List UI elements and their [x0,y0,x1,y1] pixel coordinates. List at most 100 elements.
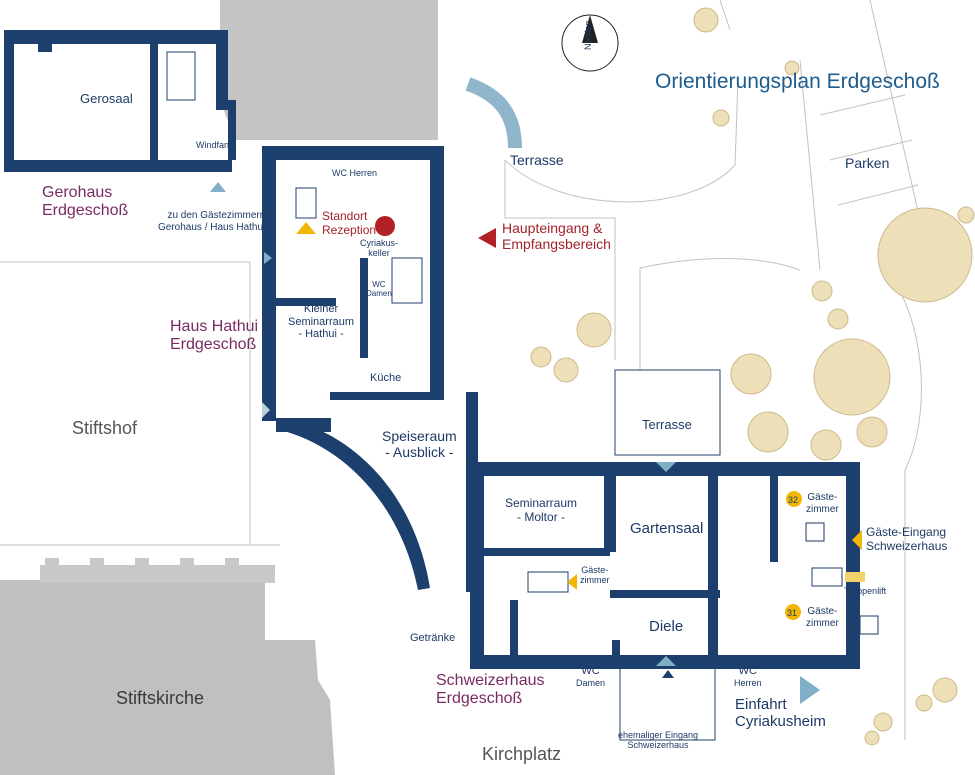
parken-label: Parken [845,155,890,171]
hathui-label: Haus Hathui Erdgeschoß [170,318,258,355]
room-getraenke: Getränke [410,632,456,644]
einfahrt-line2: Cyriakusheim [735,713,826,731]
room-seminar-moltor: Seminarraum - Moltor - [505,496,578,525]
hathui-line1: Haus Hathui [170,318,259,335]
standort-line2: Rezeption [322,222,377,237]
hathui-entrance-marker [264,252,272,264]
wc-herren-bottom-line2: Herren [734,677,762,688]
standort-label: Standort Rezeption [322,209,377,238]
cyriakus-line1: Cyriakus- [360,238,399,248]
gerohaus-line2: Erdgeschoß [42,202,129,220]
gaeste-32-line2: zimmer [806,503,839,515]
terrasse-top-label: Terrasse [510,152,564,168]
ehem-eingang-label: ehemaliger Eingang Schweizerhaus [618,730,698,751]
einfahrt-arrow [800,676,820,704]
wc-damen-top-line2: Damen [366,289,392,299]
room-31-number: 31 [787,608,798,618]
room-wc-damen-top: WC Damen [366,280,392,298]
room-windfang: Windfang [196,140,235,150]
compass-rose [561,14,619,72]
room-32-number: 32 [788,495,799,505]
terrasse-arc [465,77,522,149]
gaeste-eingang-arrow [852,530,862,550]
room-wc-damen-bottom: WC Damen [576,665,605,688]
ehem-eingang-marker [662,670,674,678]
gerohaus-entrance-marker [210,182,226,192]
terrasse-down-marker [656,462,676,472]
treppenlift-marker [845,572,865,582]
stiftskirche-ground [0,580,335,775]
wheelchair-icons [805,522,879,635]
ehem-line2: Schweizerhaus [627,740,689,751]
diele-up-marker [656,656,676,666]
gaeste-eingang-line2: Schweizerhaus [866,538,948,553]
speiseraum-line1: Speiseraum [382,428,457,444]
cyriakus-line2: keller [368,248,390,259]
room-31-badge [785,604,801,620]
wc-damen-top-line1: WC [372,280,386,289]
room-gaeste-31: Gäste- zimmer [806,606,839,629]
hathui-line2: Erdgeschoß [170,336,257,354]
room-wc-herren-bottom: WC Herren [734,665,762,688]
room-gerosaal: Gerosaal [80,91,133,106]
stiftshof-label: Stiftshof [72,418,138,438]
standort-marker [375,216,395,236]
ehem-line1: ehemaliger Eingang [618,730,699,740]
gaeste-eingang-line1: Gäste-Eingang [866,525,947,539]
schweizerhaus-label: Schweizerhaus Erdgeschoß [436,672,545,709]
fixtures [166,51,843,741]
seminar-hathui-line2: Seminarraum [288,315,355,328]
treppenlift-label: Treppenlift [844,586,887,596]
gerohaus-label: Gerohaus Erdgeschoß [42,184,128,221]
einfahrt-line1: Einfahrt [735,696,787,713]
room-32-badge [786,491,802,507]
gaeste-small-line2: zimmer [580,575,610,586]
wc-damen-bottom-line1: WC [581,665,600,677]
haupteingang-label: Haupteingang & Empfangsbereich [502,220,611,252]
room-diele: Diele [649,618,684,635]
seminar-moltor-line2: - Moltor - [517,509,566,524]
gerohaus-line1: Gerohaus [42,184,113,201]
gaeste-arrow-hathui [296,222,316,234]
wc-herren-bottom-line1: WC [738,665,757,677]
seminar-hathui-line1: Kleiner [303,303,339,315]
room-gaeste-small: Gäste- zimmer [580,565,610,586]
gaeste-eingang-label: Gäste-Eingang Schweizerhaus [866,525,948,554]
schweizerhaus-line1: Schweizerhaus [436,672,545,689]
speiseraum-line2: - Ausblick - [385,444,454,461]
gaeste-arrow-gartensaal [567,574,577,590]
gaestezimmern-line2: Gerohaus / Haus Hathui [158,221,266,233]
room-kueche: Küche [370,372,402,384]
gaeste-31-line1: Gäste- [807,606,838,617]
map-title: Orientierungsplan Erdgeschoß [655,70,940,93]
schweizerhaus-line2: Erdgeschoß [436,690,523,708]
neighbour-ground-top [220,0,438,140]
standort-line1: Standort [322,209,368,223]
gaeste-small-line1: Gäste- [581,565,609,575]
seminar-moltor-line1: Seminarraum [505,496,578,510]
room-terrasse-inner: Terrasse [642,417,692,432]
room-gartensaal: Gartensaal [630,520,704,537]
gaeste-31-line2: zimmer [806,617,839,629]
room-gaeste-32: Gäste- zimmer [806,492,839,515]
trees [530,7,975,746]
room-speiseraum: Speiseraum - Ausblick - [382,428,457,460]
stiftshof-entrance-marker [262,402,270,418]
room-seminar-hathui: Kleiner Seminarraum - Hathui - [288,303,354,341]
room-cyriakuskeller: Cyriakus- keller [360,238,398,259]
stiftskirche-crenels [45,558,239,568]
kirchplatz-label: Kirchplatz [482,744,562,764]
seminar-hathui-line3: - Hathui - [298,328,344,341]
stiftskirche-roof-strip [40,565,275,583]
room-wc-herren-top: WC Herren [332,168,378,178]
gaestezimmern-hint: zu den Gästezimmern Gerohaus / Haus Hath… [158,210,265,233]
haupteingang-line1: Haupteingang & [502,220,603,236]
wc-damen-bottom-line2: Damen [576,677,606,688]
haupteingang-arrow [478,228,496,248]
gaeste-32-line1: Gäste- [807,492,838,503]
stiftskirche-label: Stiftskirche [116,688,205,708]
haupteingang-line2: Empfangsbereich [502,236,611,253]
einfahrt-label: Einfahrt Cyriakusheim [735,696,826,731]
